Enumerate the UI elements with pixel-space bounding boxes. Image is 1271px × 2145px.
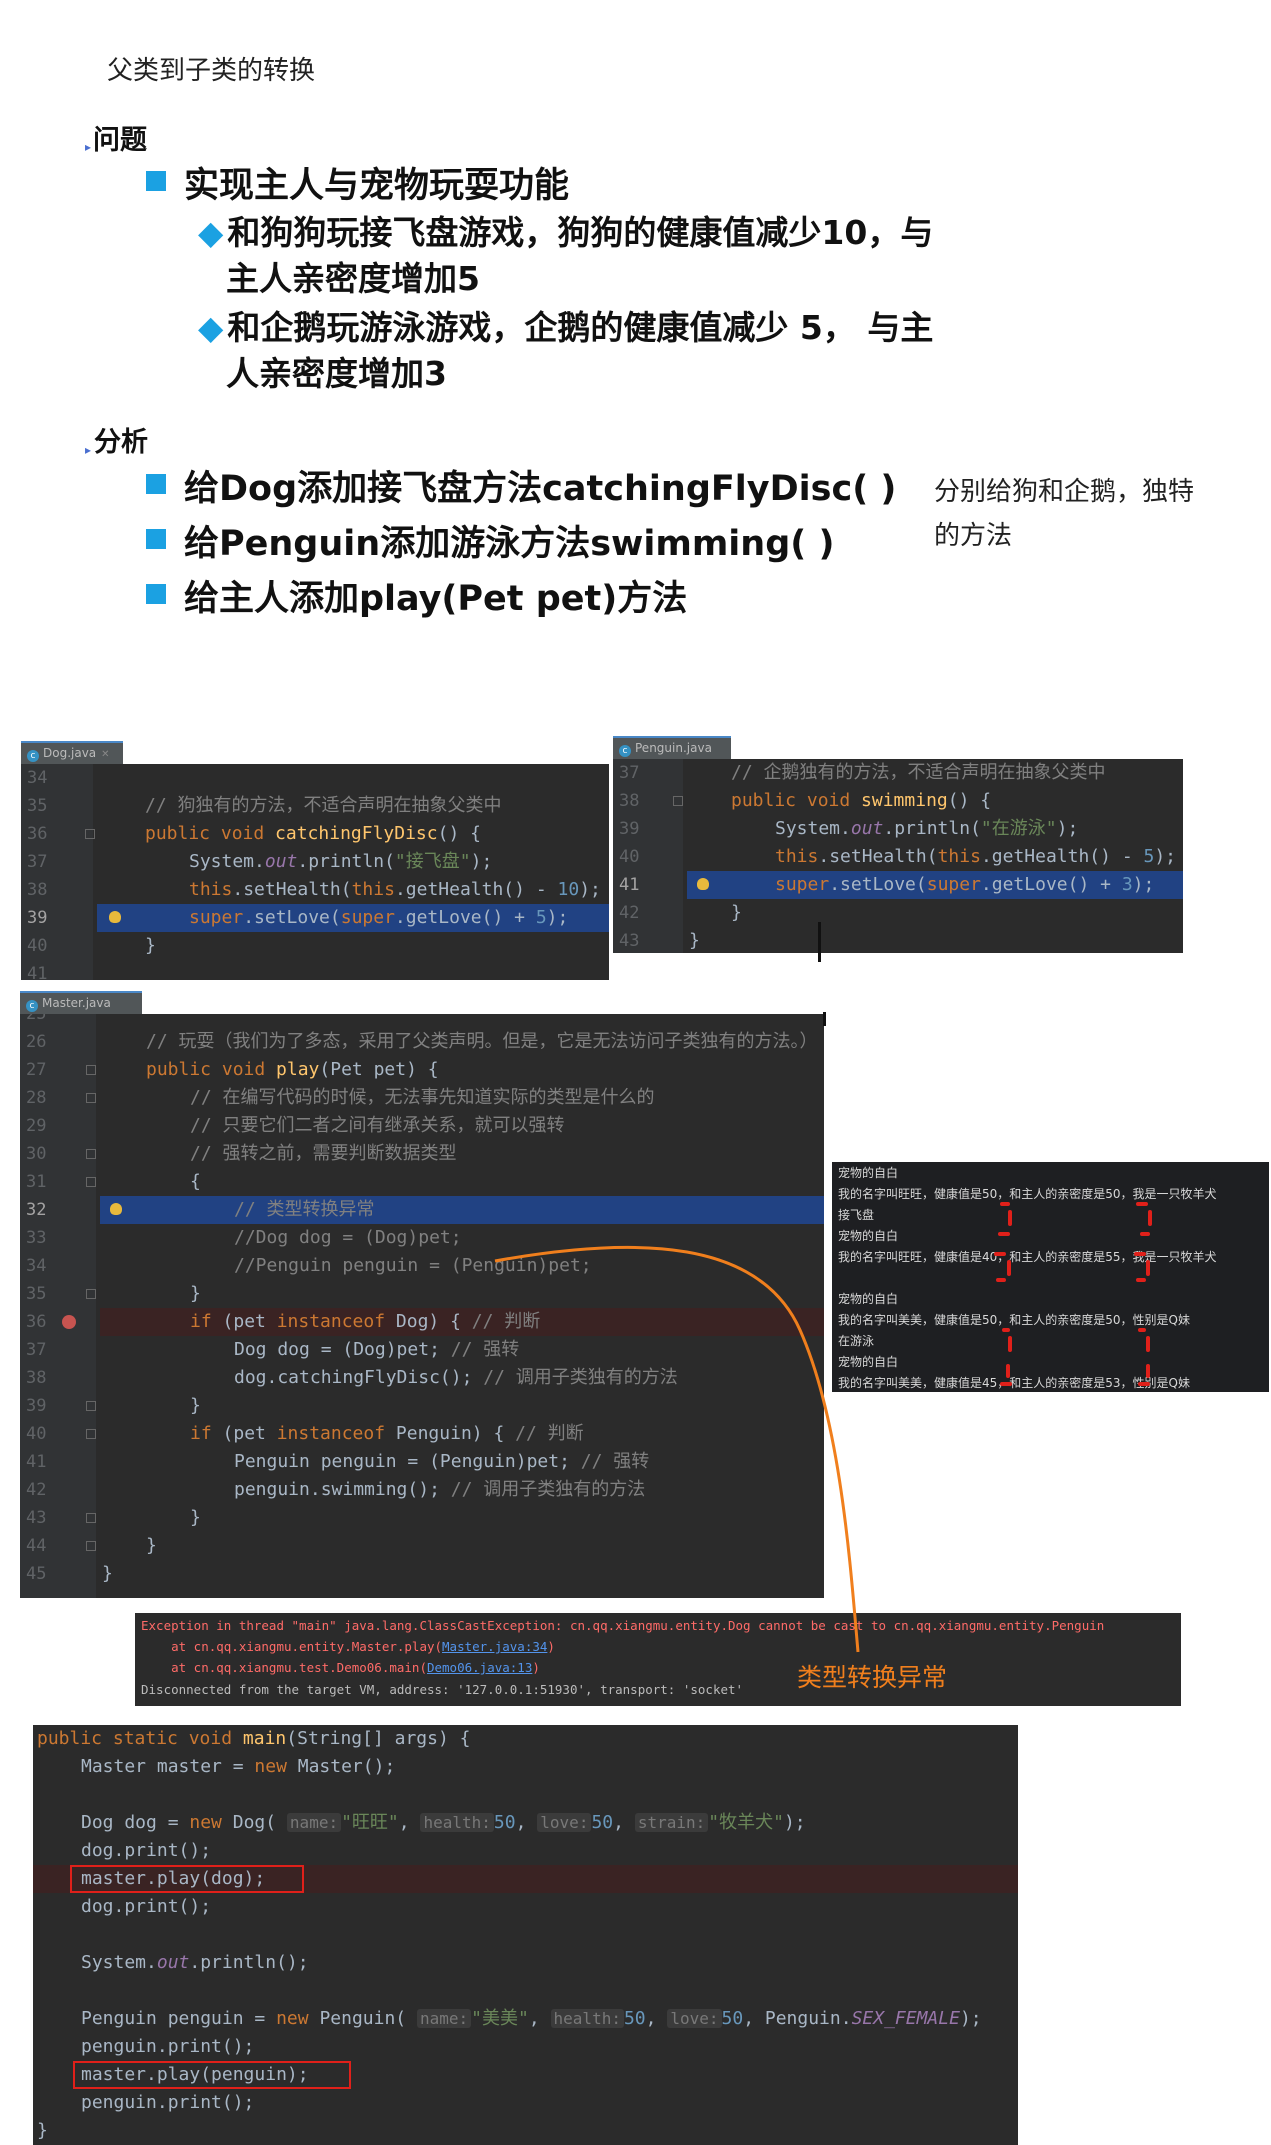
- diamond-bullet-icon: ◆: [198, 213, 224, 252]
- stack-link[interactable]: Master.java:34: [442, 1639, 548, 1654]
- problem-bullet: 实现主人与宠物玩耍功能: [146, 157, 569, 208]
- problem-item-1: ◆和狗狗玩接飞盘游戏，狗狗的健康值减少10，与 主人亲密度增加5: [198, 213, 934, 298]
- close-icon[interactable]: ✕: [101, 749, 110, 760]
- play-penguin-call: master.play(penguin);: [81, 2064, 309, 2085]
- output-line: 我的名字叫旺旺，健康值是40，和主人的亲密度是55，我是一只牧羊犬: [838, 1250, 1217, 1264]
- section-marker-icon: ▸: [85, 443, 92, 457]
- lightbulb-icon[interactable]: [109, 911, 121, 923]
- class-icon: c: [26, 1000, 38, 1012]
- lightbulb-icon[interactable]: [110, 1203, 122, 1215]
- output-line: 宠物的自白: [838, 1166, 899, 1180]
- problem-item-2: ◆和企鹅玩游泳游戏，企鹅的健康值减少 5， 与主 人亲密度增加3: [198, 308, 934, 393]
- problem-label: 问题: [93, 125, 147, 156]
- square-bullet-icon: [146, 171, 166, 191]
- square-bullet-icon: [146, 474, 166, 494]
- highlight-box: [73, 2061, 351, 2089]
- side-note: 分别给狗和企鹅，独特的方法: [934, 477, 1195, 551]
- disconnect-message: Disconnected from the target VM, address…: [141, 1682, 744, 1697]
- output-line: 我的名字叫美美，健康值是45，和主人的亲密度是53，性别是Q妹: [838, 1376, 1190, 1390]
- exception-message: Exception in thread "main" java.lang.Cla…: [141, 1618, 1105, 1633]
- red-marks: [994, 1202, 1152, 1386]
- output-line: 接飞盘: [838, 1208, 875, 1222]
- breakpoint-icon[interactable]: [62, 1315, 76, 1329]
- class-icon: c: [27, 750, 39, 762]
- output-line: 我的名字叫旺旺，健康值是50，和主人的亲密度是50，我是一只牧羊犬: [838, 1187, 1217, 1201]
- section-marker-icon: ▸: [85, 140, 92, 154]
- exception-annotation: 类型转换异常: [793, 1658, 952, 1694]
- main-editor: public static void main(String[] args) {…: [33, 1725, 1018, 2145]
- analysis-item-1: 给Dog添加接飞盘方法catchingFlyDisc( ): [146, 460, 896, 511]
- stack-frame: at cn.qq.xiangmu.entity.Master.play(Mast…: [141, 1639, 555, 1654]
- output-line: 我的名字叫美美，健康值是50，和主人的亲密度是50，性别是Q妹: [838, 1313, 1190, 1327]
- square-bullet-icon: [146, 529, 166, 549]
- page-title: 父类到子类的转换: [107, 56, 316, 86]
- output-line: 在游泳: [838, 1334, 875, 1348]
- text-cursor: [818, 922, 821, 962]
- console-output: 宠物的自白 我的名字叫旺旺，健康值是50，和主人的亲密度是50，我是一只牧羊犬 …: [832, 1162, 1269, 1392]
- square-bullet-icon: [146, 584, 166, 604]
- diamond-bullet-icon: ◆: [198, 308, 224, 347]
- analysis-label: 分析: [94, 427, 148, 458]
- highlight-box: [70, 1865, 304, 1893]
- analysis-item-2: 给Penguin添加游泳方法swimming( ): [146, 515, 834, 566]
- play-dog-call: master.play(dog);: [81, 1868, 266, 1889]
- lightbulb-icon[interactable]: [697, 878, 709, 890]
- exception-console: Exception in thread "main" java.lang.Cla…: [135, 1613, 1181, 1706]
- output-line: 宠物的自白: [838, 1355, 899, 1369]
- stack-frame: at cn.qq.xiangmu.test.Demo06.main(Demo06…: [141, 1660, 540, 1675]
- class-icon: c: [619, 745, 631, 757]
- analysis-item-3: 给主人添加play(Pet pet)方法: [146, 570, 687, 621]
- output-line: 宠物的自白: [838, 1229, 899, 1243]
- stack-link[interactable]: Demo06.java:13: [426, 1660, 533, 1675]
- output-line: 宠物的自白: [838, 1292, 899, 1306]
- text-cursor: [823, 1012, 826, 1026]
